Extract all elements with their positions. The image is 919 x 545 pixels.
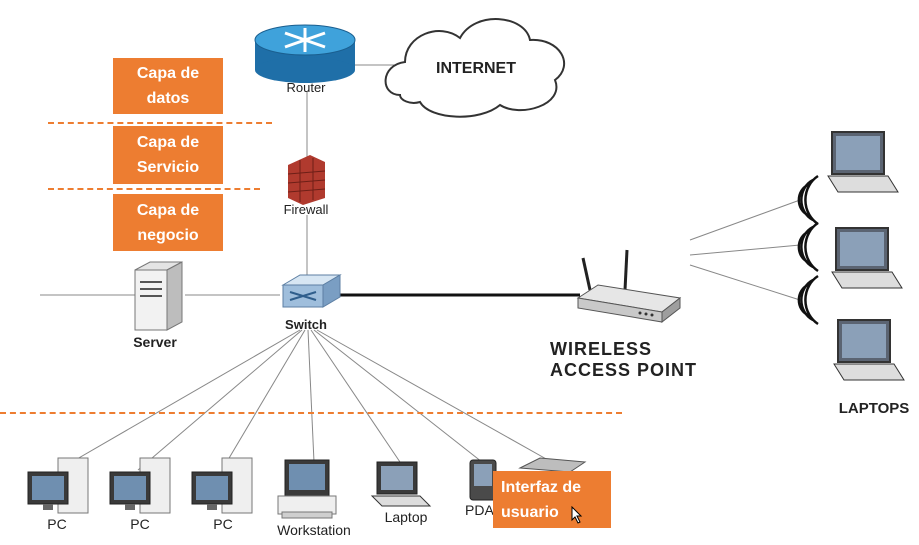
pda-icon <box>469 459 497 501</box>
server-icon <box>134 261 183 331</box>
layer-negocio-box: Capa de negocio <box>113 194 223 251</box>
laptops-label: LAPTOPS <box>839 400 910 417</box>
switch-label: Switch <box>285 317 327 332</box>
pc-label: PC <box>130 516 149 532</box>
wireless-signal-icon <box>797 174 819 326</box>
layer-servicio-line1: Capa de <box>136 134 200 151</box>
layer-separator <box>48 188 260 190</box>
firewall-icon <box>287 155 326 205</box>
layer-interfaz-line1: Interfaz de <box>501 478 582 496</box>
router-icon <box>254 24 356 83</box>
internet-label: INTERNET <box>436 60 516 77</box>
layer-datos-line1: Capa de <box>136 65 200 82</box>
pc-icon <box>191 457 253 514</box>
internet-cloud-icon <box>384 18 566 118</box>
laptop-icon <box>827 131 899 193</box>
wap-label-line1: WIRELESS <box>550 339 652 359</box>
layer-servicio-box: Capa de Servicio <box>113 126 223 184</box>
layer-negocio-line1: Capa de <box>136 201 200 219</box>
switch-icon <box>281 274 342 308</box>
server-label: Server <box>133 334 177 350</box>
laptop-icon <box>370 461 432 507</box>
phone-icon <box>518 457 587 473</box>
layer-interfaz-line2: usuario <box>501 503 559 521</box>
pc-label: PC <box>47 516 66 532</box>
pc-icon <box>109 457 171 514</box>
laptop-icon <box>833 319 905 381</box>
laptop-label: Laptop <box>385 509 428 525</box>
pc-label: PC <box>213 516 232 532</box>
connection-lines <box>40 64 801 471</box>
pda-label: PDA <box>465 502 494 518</box>
mouse-cursor-icon <box>571 506 583 524</box>
pc-icon <box>27 457 89 514</box>
workstation-icon <box>277 459 337 519</box>
layer-separator <box>0 412 622 414</box>
workstation-label: Workstation <box>277 522 351 538</box>
layer-separator <box>48 122 272 124</box>
wireless-access-point-icon <box>576 249 682 324</box>
layer-datos-line2: datos <box>146 90 190 107</box>
layer-servicio-line2: Servicio <box>136 159 200 176</box>
layer-interfaz-box: Interfaz de usuario <box>493 471 611 528</box>
laptop-icon <box>831 227 903 289</box>
router-label: Router <box>286 80 326 95</box>
layer-negocio-line2: negocio <box>137 226 199 244</box>
wap-label-line2: ACCESS POINT <box>550 360 697 380</box>
firewall-label: Firewall <box>284 202 329 217</box>
layer-datos-box: Capa de datos <box>113 58 223 114</box>
